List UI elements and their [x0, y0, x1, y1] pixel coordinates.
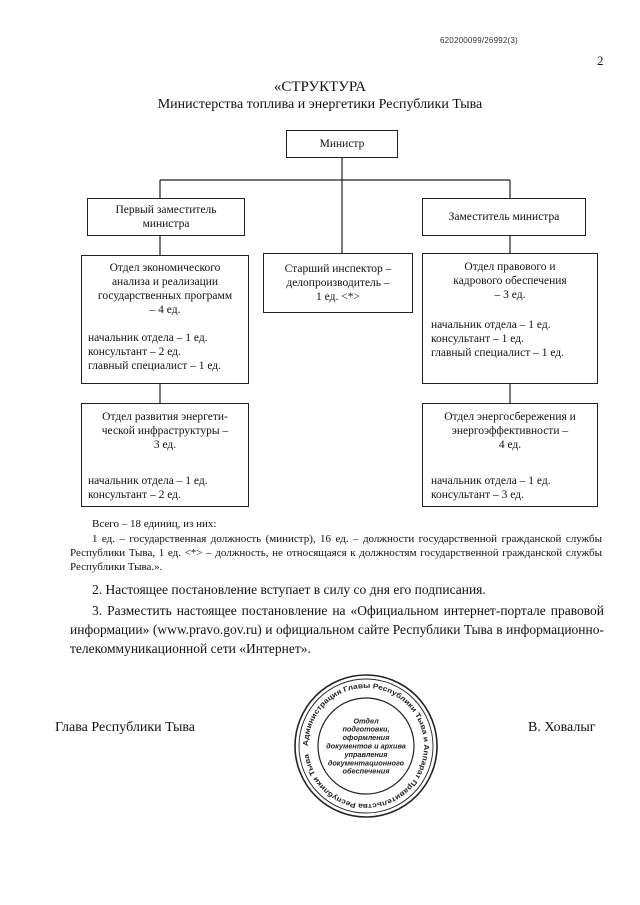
first-deputy-label-line2: министра: [142, 218, 190, 230]
staff-totals-note: Всего – 18 единиц, из них: 1 ед. – госуд…: [70, 517, 602, 574]
stamp-center-line: подготовки,: [342, 725, 389, 734]
minister-label: Министр: [319, 138, 365, 150]
economic-title-line: Отдел экономического: [109, 262, 221, 274]
totals-line: Всего – 18 единиц, из них:: [92, 518, 217, 530]
org-chart-connectors: [159, 158, 511, 403]
efficiency-staff-item: консультант – 3 ед.: [431, 489, 524, 501]
infrastructure-department-box: Отдел развития энергети- ческой инфрастр…: [81, 403, 249, 507]
totals-breakdown: 1 ед. – государственная должность (минис…: [70, 533, 602, 573]
first-deputy-box: Первый заместитель министра: [87, 198, 245, 236]
first-deputy-label-line1: Первый заместитель: [115, 204, 217, 216]
deputy-box: Заместитель министра: [422, 198, 586, 236]
stamp-center-line: обеспечения: [343, 767, 391, 776]
signatory-position: Глава Республики Тыва: [55, 720, 196, 735]
stamp-center-line: документационного: [328, 758, 405, 767]
legal-staff-item: начальник отдела – 1 ед.: [431, 319, 551, 331]
deputy-label: Заместитель министра: [448, 211, 560, 223]
infrastructure-staff-item: консультант – 2 ед.: [88, 489, 181, 501]
inspector-title-line: Старший инспектор –: [284, 263, 392, 275]
inspector-title-line: 1 ед. <*>: [316, 291, 360, 303]
stamp-center-line: Отдел: [353, 716, 379, 725]
economic-staff-item: главный специалист – 1 ед.: [88, 360, 222, 372]
signatory-name: В. Ховалыг: [528, 720, 596, 735]
document-title: «СТРУКТУРА: [273, 79, 367, 95]
efficiency-department-box: Отдел энергосбережения и энергоэффективн…: [422, 403, 598, 507]
economic-staff-item: консультант – 2 ед.: [88, 346, 181, 358]
legal-title-line: Отдел правового и: [464, 261, 556, 273]
infrastructure-title-line: Отдел развития энергети-: [102, 411, 228, 423]
efficiency-title-line: энергоэффективности –: [451, 425, 569, 437]
minister-box: Министр: [286, 130, 398, 158]
infrastructure-title-line: ческой инфраструктуры –: [101, 425, 229, 437]
economic-title-line: анализа и реализации: [111, 276, 219, 288]
economic-staff-item: начальник отдела – 1 ед.: [88, 332, 208, 344]
efficiency-title-line: 4 ед.: [498, 439, 522, 451]
legal-staff-item: главный специалист – 1 ед.: [431, 347, 565, 359]
stamp-center-line: документов и архива: [326, 742, 406, 751]
paragraph-2: 2. Настоящее постановление вступает в си…: [92, 582, 486, 597]
economic-department-box: Отдел экономического анализа и реализаци…: [81, 255, 249, 384]
efficiency-title-line: Отдел энергосбережения и: [444, 411, 576, 423]
legal-staff-item: консультант – 1 ед.: [431, 333, 524, 345]
page-number: 2: [597, 53, 604, 68]
legal-title-line: – 3 ед.: [494, 289, 526, 301]
economic-title-line: государственных программ: [97, 290, 233, 302]
document-id: 620200099/26992(3): [440, 36, 518, 45]
infrastructure-title-line: 3 ед.: [153, 439, 177, 451]
official-stamp: Администрация Главы Республики Тыва и Ап…: [294, 674, 438, 818]
legal-department-box: Отдел правового и кадрового обеспечения …: [422, 253, 598, 384]
efficiency-staff-item: начальник отдела – 1 ед.: [431, 475, 551, 487]
infrastructure-staff-item: начальник отдела – 1 ед.: [88, 475, 208, 487]
economic-title-line: – 4 ед.: [149, 304, 181, 316]
document-subtitle: Министерства топлива и энергетики Респуб…: [157, 97, 483, 112]
stamp-center-line: управления: [343, 750, 388, 759]
senior-inspector-box: Старший инспектор – делопроизводитель – …: [263, 253, 413, 313]
paragraph-3: 3. Разместить настоящее постановление на…: [70, 603, 604, 656]
stamp-center-line: оформления: [343, 733, 390, 742]
legal-title-line: кадрового обеспечения: [453, 275, 567, 287]
inspector-title-line: делопроизводитель –: [286, 277, 390, 289]
